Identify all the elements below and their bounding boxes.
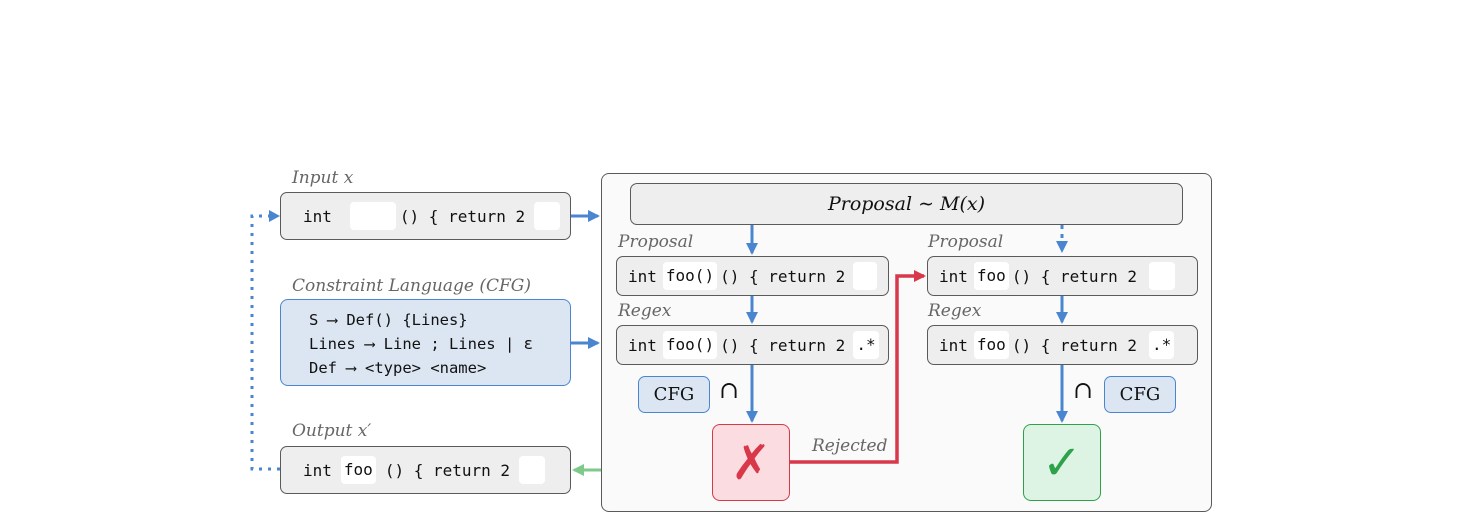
input-body: () { return 2	[399, 206, 526, 226]
cross-mark-icon: ✗	[730, 434, 772, 491]
right-proposal-label: Proposal	[928, 232, 1004, 252]
output-keyword: int	[303, 460, 332, 480]
right-proposal-keyword: int	[939, 266, 968, 286]
left-regex-keyword: int	[628, 335, 657, 355]
output-box: int foo () { return 2	[280, 446, 571, 494]
rejected-resample-arrow	[790, 270, 926, 464]
right-intersect-symbol: ∩	[1073, 376, 1094, 404]
right-regex-keyword: int	[939, 335, 968, 355]
right-regex-box: int foo () { return 2 .*	[927, 325, 1198, 365]
constraint-grammar-box: S ⟶ Def() {Lines} Lines ⟶ Line ; Lines |…	[280, 299, 571, 386]
input-label: Input x	[292, 168, 354, 188]
check-mark-icon: ✓	[1041, 434, 1083, 491]
output-name: foo	[340, 456, 376, 484]
left-proposal-label: Proposal	[618, 232, 694, 252]
loop-back-arrowhead	[269, 210, 280, 222]
input-keyword: int	[303, 206, 332, 226]
right-proposal-body: () { return 2	[1011, 266, 1138, 286]
left-proposal-name: foo()	[662, 262, 718, 290]
input-tail-slot	[534, 202, 561, 230]
rejected-label: Rejected	[812, 436, 888, 456]
input-box: int () { return 2	[280, 192, 571, 240]
accept-box: ✓	[1023, 424, 1101, 501]
right-proposal-box: int foo () { return 2	[927, 256, 1198, 296]
output-body: () { return 2	[384, 460, 511, 480]
cfg-rule: Lines ⟶ Line ; Lines | ε	[309, 335, 533, 353]
right-proposal-tail-slot	[1149, 262, 1176, 290]
right-regex-label: Regex	[928, 301, 982, 321]
left-regex-label: Regex	[618, 301, 672, 321]
left-proposal-body: () { return 2	[720, 266, 846, 286]
left-regex-tail: .*	[853, 331, 879, 359]
right-cfg-tag: CFG	[1104, 376, 1176, 413]
left-proposal-box: int foo() () { return 2	[616, 256, 889, 296]
left-cfg-tag: CFG	[638, 376, 710, 413]
right-regex-tail: .*	[1149, 331, 1175, 359]
left-regex-name: foo()	[662, 331, 718, 359]
right-regex-body: () { return 2	[1011, 335, 1138, 355]
input-name-slot	[349, 202, 396, 230]
cfg-rule: Def ⟶ <type> <name>	[309, 359, 487, 377]
constraint-language-label: Constraint Language (CFG)	[292, 276, 531, 296]
left-regex-box: int foo() () { return 2 .*	[616, 325, 889, 365]
proposal-header: Proposal ∼ M(x)	[630, 183, 1183, 225]
reject-box: ✗	[712, 424, 790, 501]
left-intersect-symbol: ∩	[719, 376, 740, 404]
left-proposal-tail-slot	[853, 262, 878, 290]
right-proposal-arrowhead	[1056, 241, 1068, 253]
cfg-rule: S ⟶ Def() {Lines}	[309, 311, 468, 329]
left-proposal-keyword: int	[628, 266, 657, 286]
right-proposal-name: foo	[973, 262, 1009, 290]
left-regex-body: () { return 2	[720, 335, 846, 355]
output-label: Output x′	[292, 421, 372, 441]
loop-back-dotted-line	[250, 214, 280, 471]
output-tail-slot	[519, 456, 546, 484]
right-regex-name: foo	[973, 331, 1009, 359]
